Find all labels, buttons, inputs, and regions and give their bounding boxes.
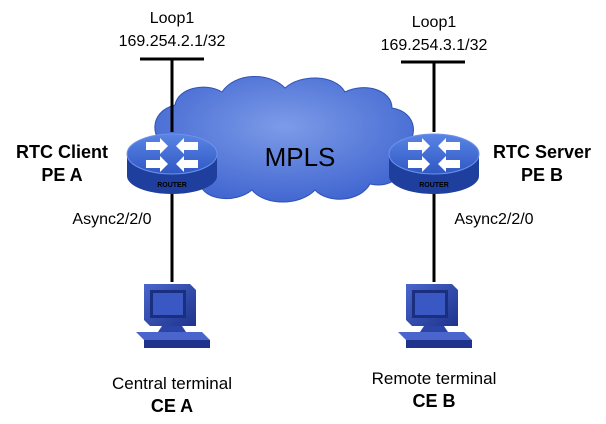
interface-a: Async2/2/0 [72, 211, 151, 228]
ce-b-name: CE B [412, 391, 455, 411]
loopback-name-b: Loop1 [412, 14, 457, 31]
computer-icon [398, 284, 472, 348]
router-arrows-icon [146, 138, 198, 172]
mpls-label: MPLS [265, 142, 336, 172]
router-top [388, 133, 480, 175]
pe-b-role: RTC Server [493, 142, 591, 162]
pe-a-name: PE A [41, 165, 82, 185]
mpls-cloud: MPLS [154, 75, 414, 203]
links [140, 57, 465, 282]
router-arrows-icon [408, 138, 460, 172]
ce-a-desc: Central terminal [112, 374, 232, 393]
pc-ce-b [398, 284, 472, 348]
router-badge: ROUTER [157, 182, 187, 189]
pe-b-name: PE B [521, 165, 563, 185]
ce-a-name: CE A [151, 396, 193, 416]
computer-icon [136, 284, 210, 348]
pc-ce-a [136, 284, 210, 348]
loopback-ip-a: 169.254.2.1/32 [119, 33, 226, 50]
router-pe-b: ROUTER [388, 133, 480, 194]
pe-a-role: RTC Client [16, 142, 108, 162]
router-pe-a: ROUTER [126, 133, 218, 194]
loopback-ip-b: 169.254.3.1/32 [381, 37, 488, 54]
router-top [126, 133, 218, 175]
router-badge: ROUTER [419, 182, 449, 189]
interface-b: Async2/2/0 [454, 211, 533, 228]
ce-b-desc: Remote terminal [372, 369, 497, 388]
loopback-name-a: Loop1 [150, 10, 195, 27]
